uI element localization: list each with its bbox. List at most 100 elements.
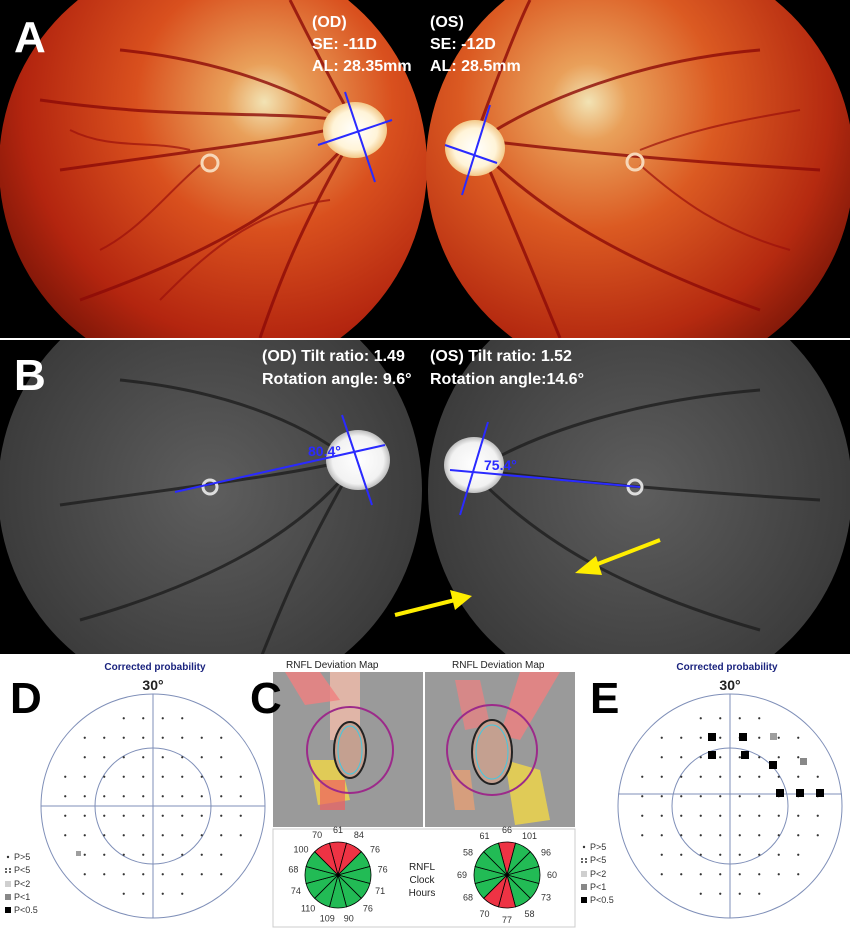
vf-point	[816, 775, 819, 778]
vf-point	[699, 736, 702, 739]
vf-point	[83, 795, 86, 798]
vf-point	[719, 736, 722, 739]
vf-point	[758, 736, 761, 739]
vf-point	[103, 756, 106, 759]
vf-point	[200, 795, 203, 798]
panel-d: D Corrected probability 30° P>5 P<5 P<2 …	[5, 662, 266, 919]
rnfl-map-right	[425, 672, 575, 827]
vf-point	[758, 892, 761, 895]
fovea-od-b	[201, 478, 219, 496]
vf-point	[758, 795, 761, 798]
vf-point	[797, 775, 800, 778]
vf-point	[200, 756, 203, 759]
vf-point	[758, 873, 761, 876]
os-rotation-angle: Rotation angle:14.6°	[430, 371, 584, 388]
vf-point	[758, 853, 761, 856]
vf-point	[680, 873, 683, 876]
vf-point	[103, 795, 106, 798]
vf-point	[777, 756, 780, 759]
axis-line-os-long	[461, 104, 491, 196]
vf-point	[699, 775, 702, 778]
vf-point	[699, 795, 702, 798]
vf-point	[777, 873, 780, 876]
vf-point	[239, 775, 242, 778]
vf-defect-square	[739, 733, 747, 741]
vf-point	[660, 834, 663, 837]
vf-point	[161, 814, 164, 817]
optic-disc-os-b	[444, 437, 504, 493]
vf-point	[103, 736, 106, 739]
vf-point	[777, 775, 780, 778]
vf-defect-square	[776, 789, 784, 797]
vf-title-e: Corrected probability	[676, 662, 778, 673]
panel-letter-d: D	[10, 674, 42, 723]
panel-e: E Corrected probability 30° P>5 P<5 P<2 …	[581, 662, 843, 919]
legend-d-2: P<2	[14, 879, 30, 889]
vf-point	[719, 756, 722, 759]
vf-point	[660, 814, 663, 817]
vf-point	[680, 834, 683, 837]
fovea-od	[200, 153, 220, 173]
legend-e-1: P<5	[590, 855, 606, 865]
vf-point	[220, 834, 223, 837]
vf-point	[777, 853, 780, 856]
clock-label-hours: Hours	[409, 888, 436, 899]
yellow-arrow-lower	[394, 590, 472, 617]
vf-point	[142, 853, 145, 856]
vf-point	[719, 873, 722, 876]
vf-point	[181, 873, 184, 876]
vf-point	[122, 717, 125, 720]
vf-defect-square	[770, 733, 777, 740]
vf-point	[641, 795, 644, 798]
legend-e-3: P<1	[590, 882, 606, 892]
vf-point	[83, 756, 86, 759]
legend-e-4: P<0.5	[590, 895, 614, 905]
vf-point	[103, 814, 106, 817]
vf-defect-square	[708, 751, 716, 759]
clock-sector	[314, 842, 339, 877]
vf-point	[660, 756, 663, 759]
vf-point	[660, 795, 663, 798]
rnfl-map-title-left: RNFL Deviation Map	[286, 660, 379, 671]
fovea-os	[625, 152, 645, 172]
clock-value: 68	[288, 865, 298, 875]
vf-point	[122, 736, 125, 739]
vf-point	[699, 814, 702, 817]
vf-point	[777, 814, 780, 817]
vf-point	[738, 853, 741, 856]
clock-value: 58	[524, 909, 534, 919]
vf-point	[797, 736, 800, 739]
rnfl-map-left	[273, 672, 423, 827]
legend-d-3: P<1	[14, 892, 30, 902]
vf-point	[122, 795, 125, 798]
vf-point	[142, 736, 145, 739]
clock-value: 71	[375, 886, 385, 896]
vf-defect-d	[76, 851, 81, 856]
vf-point	[699, 756, 702, 759]
vf-point	[758, 756, 761, 759]
vf-point	[719, 717, 722, 720]
vf-point	[660, 873, 663, 876]
vf-point	[122, 775, 125, 778]
vf-point	[161, 775, 164, 778]
optic-disc-os	[445, 120, 505, 176]
vf-point	[200, 834, 203, 837]
vf-point	[142, 756, 145, 759]
vf-point	[161, 717, 164, 720]
vf-point	[64, 775, 67, 778]
vf-point	[660, 736, 663, 739]
vf-degrees-e: 30°	[719, 677, 740, 693]
rnfl-clock-right	[473, 841, 541, 909]
vf-point	[181, 814, 184, 817]
vf-point	[64, 795, 67, 798]
vf-point	[200, 775, 203, 778]
vf-point	[719, 795, 722, 798]
clock-value: 96	[541, 848, 551, 858]
axis-line-od-short	[317, 119, 393, 146]
vf-title-d: Corrected probability	[104, 662, 206, 673]
vf-point	[161, 756, 164, 759]
vf-point	[161, 853, 164, 856]
od-angle-label: 80.4°	[308, 443, 341, 459]
vf-point	[660, 775, 663, 778]
vf-point	[83, 853, 86, 856]
